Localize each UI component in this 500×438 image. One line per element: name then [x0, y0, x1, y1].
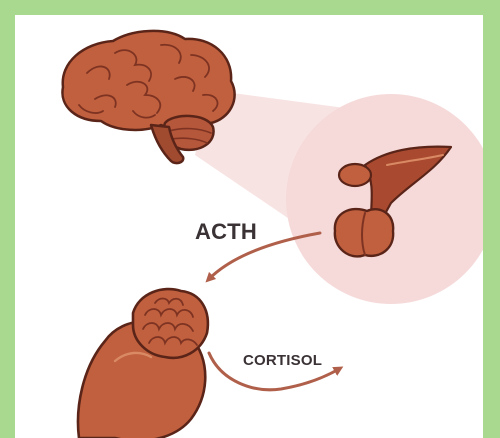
cortisol-label: CORTISOL	[243, 352, 322, 369]
diagram-card: ACTH CORTISOL	[15, 15, 483, 438]
acth-label: ACTH	[195, 219, 257, 245]
brain-icon	[62, 31, 234, 163]
adrenal-gland-icon	[78, 289, 208, 438]
